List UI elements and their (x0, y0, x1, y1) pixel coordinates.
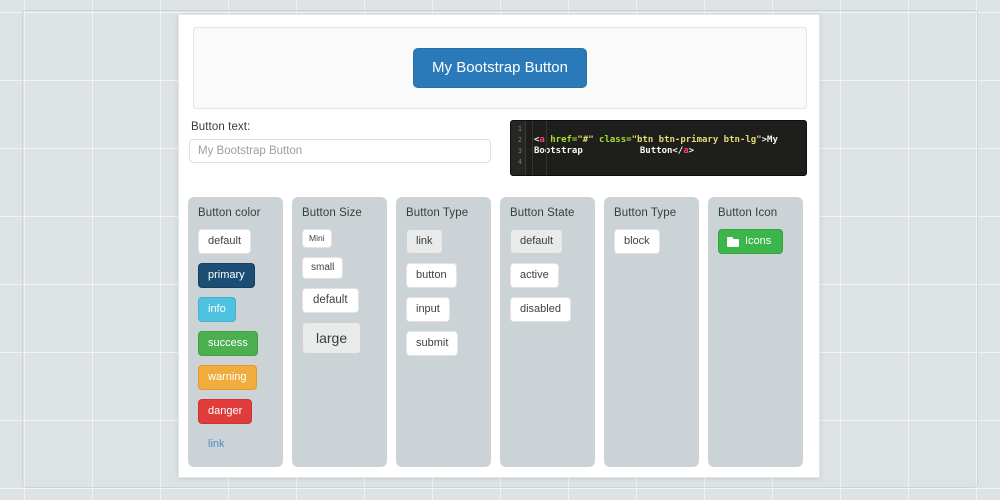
button-text-group: Button text: (189, 121, 499, 163)
code-token-attr-class: class= (593, 135, 632, 145)
column-options: default active disabled (500, 229, 595, 322)
button-text-label: Button text: (191, 121, 251, 133)
preview-bootstrap-button[interactable]: My Bootstrap Button (413, 48, 587, 88)
code-token-value-class: "btn btn-primary btn-lg" (631, 135, 762, 145)
option-button-size-large[interactable]: large (302, 322, 362, 354)
code-token-close-bracket: > (761, 135, 768, 145)
button-generator-card: My Bootstrap Button Button text: 1 2 3 4… (178, 14, 820, 478)
option-button-state-active[interactable]: active (510, 263, 559, 288)
option-button-state-default[interactable]: default (510, 229, 564, 254)
column-title: Button Type (406, 207, 469, 219)
option-columns: Button color default primary info success war… (188, 197, 812, 467)
option-button-icon-icons[interactable]: Icons (718, 229, 784, 254)
code-token-attr-href: href= (544, 135, 578, 145)
option-button-size-mini[interactable]: Mini (302, 229, 332, 248)
option-button-color-info[interactable]: info (198, 297, 236, 322)
option-button-type-input[interactable]: input (406, 297, 450, 322)
column-title: Button Size (302, 207, 362, 219)
column-button-color: Button color default primary info success war… (188, 197, 283, 467)
option-button-color-primary[interactable]: primary (198, 263, 255, 288)
column-title: Button State (510, 207, 575, 219)
generated-code-editor[interactable]: 1 2 3 4 <a href="#" class="btn btn-prima… (510, 120, 807, 176)
code-token-close-open: </ (672, 146, 684, 156)
button-text-input[interactable] (189, 139, 491, 163)
column-options: link button input submit (396, 229, 491, 356)
code-token-close-tag: a (683, 146, 689, 156)
folder-icon (727, 236, 739, 247)
option-button-type-link[interactable]: link (406, 229, 443, 254)
code-line-blank (534, 157, 800, 168)
option-button-state-disabled[interactable]: disabled (510, 297, 571, 322)
column-options: Mini small default large (292, 229, 387, 354)
code-line-number: 1 (517, 125, 522, 133)
option-button-size-default[interactable]: default (302, 287, 359, 313)
option-label: Icons (745, 235, 772, 247)
code-indent-guide (532, 121, 533, 175)
code-line-number: 3 (517, 147, 522, 155)
column-button-block: Button Type block (604, 197, 699, 467)
column-button-type: Button Type link button input submit (396, 197, 491, 467)
option-button-type-submit[interactable]: submit (406, 331, 459, 356)
code-token-content-2: Button (639, 146, 673, 156)
code-token-close-end: > (688, 146, 695, 156)
code-token-open-bracket: < (534, 135, 540, 145)
code-token-content: My Bootstrap (534, 135, 778, 156)
option-button-block-block[interactable]: block (614, 229, 660, 254)
code-line-number: 4 (517, 158, 522, 166)
code-token-tag-name: a (539, 135, 545, 145)
code-line-content: Button</a> (534, 146, 800, 157)
desktop-inner-frame (22, 10, 978, 488)
code-line-number: 2 (517, 136, 522, 144)
button-preview-panel: My Bootstrap Button (193, 27, 807, 109)
code-body[interactable]: <a href="#" class="btn btn-primary btn-l… (526, 121, 806, 175)
code-gutter: 1 2 3 4 (511, 121, 526, 175)
option-button-type-button[interactable]: button (406, 263, 457, 288)
column-title: Button Type (614, 207, 677, 219)
option-button-color-default[interactable]: default (198, 229, 252, 254)
column-button-state: Button State default active disabled (500, 197, 595, 467)
column-options: Icons (708, 229, 803, 254)
column-options: default primary info success warning danger li… (188, 229, 283, 456)
option-button-color-danger[interactable]: danger (198, 399, 253, 424)
code-line-markup: <a href="#" class="btn btn-primary btn-l… (534, 135, 800, 156)
column-title: Button Icon (718, 207, 778, 219)
option-button-color-link[interactable]: link (198, 433, 235, 456)
code-indent-guide (546, 121, 547, 175)
column-options: block (604, 229, 699, 254)
column-title: Button color (198, 207, 261, 219)
code-token-value-href: "#" (577, 135, 594, 145)
code-line-blank (534, 124, 800, 135)
option-button-color-success[interactable]: success (198, 331, 258, 356)
option-button-size-small[interactable]: small (302, 256, 344, 279)
option-button-color-warning[interactable]: warning (198, 365, 257, 390)
